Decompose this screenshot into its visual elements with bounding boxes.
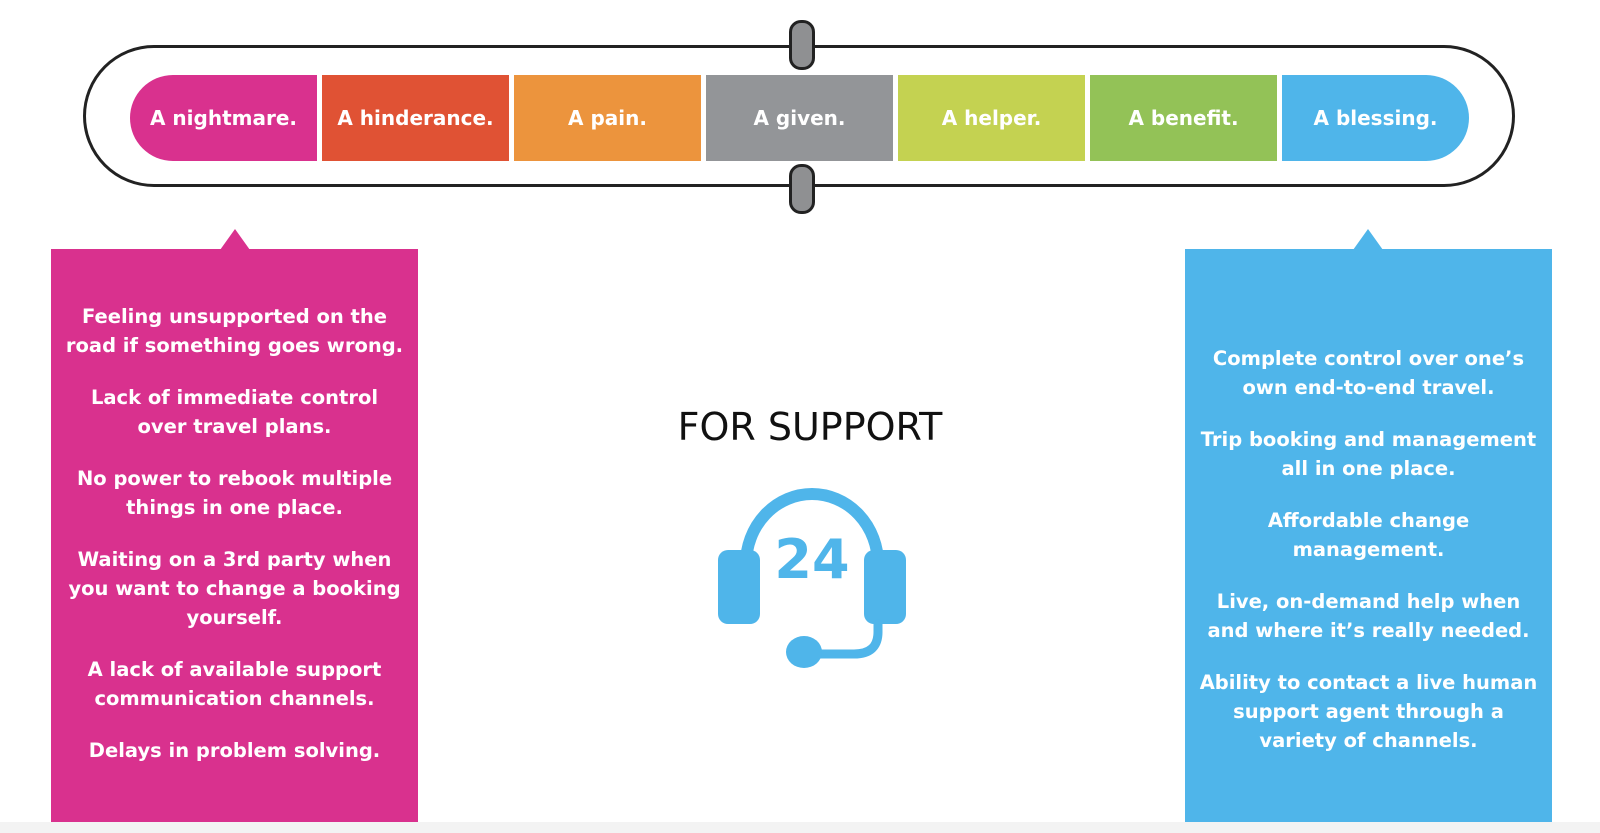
pain-points-panel: Feeling unsupported on the road if somet…	[51, 249, 418, 822]
scale-segments: A nightmare. A hinderance. A pain. A giv…	[130, 75, 1469, 161]
segment-helper[interactable]: A helper.	[898, 75, 1085, 161]
pain-point-item: A lack of available support communicatio…	[87, 658, 382, 710]
segment-benefit[interactable]: A benefit.	[1090, 75, 1277, 161]
pain-point-item: Lack of immediate control over travel pl…	[90, 386, 379, 438]
benefit-item: Affordable change management.	[1267, 509, 1470, 561]
benefit-item: Live, on-demand help when and where it’s…	[1207, 590, 1530, 642]
benefit-item: Trip booking and management all in one p…	[1200, 428, 1537, 480]
headset-24-icon: 24	[718, 488, 906, 668]
icon-24-label: 24	[774, 528, 849, 591]
left-earcup	[718, 550, 760, 624]
pain-point-item: No power to rebook multiple things in on…	[76, 467, 393, 519]
left-callout-pointer	[220, 229, 250, 250]
headband-arc	[740, 488, 884, 570]
microphone-icon	[786, 636, 822, 668]
microphone-boom	[813, 619, 883, 659]
benefit-item: Complete control over one’s own end-to-e…	[1212, 347, 1525, 399]
pain-point-item: Feeling unsupported on the road if somet…	[65, 305, 404, 357]
bottom-divider	[0, 822, 1600, 833]
segment-hinderance[interactable]: A hinderance.	[322, 75, 509, 161]
right-callout-pointer	[1353, 229, 1383, 250]
segment-nightmare[interactable]: A nightmare.	[130, 75, 317, 161]
benefit-item: Ability to contact a live human support …	[1199, 671, 1538, 752]
section-title: FOR SUPPORT	[677, 405, 943, 449]
pain-point-item: Waiting on a 3rd party when you want to …	[68, 548, 401, 629]
pain-point-item: Delays in problem solving.	[88, 739, 381, 762]
segment-blessing[interactable]: A blessing.	[1282, 75, 1469, 161]
segment-given[interactable]: A given.	[706, 75, 893, 161]
slider-handle-bottom[interactable]	[789, 164, 815, 214]
slider-handle-top[interactable]	[789, 20, 815, 70]
segment-pain[interactable]: A pain.	[514, 75, 701, 161]
benefits-panel: Complete control over one’s own end-to-e…	[1185, 249, 1552, 822]
right-earcup	[864, 550, 906, 624]
